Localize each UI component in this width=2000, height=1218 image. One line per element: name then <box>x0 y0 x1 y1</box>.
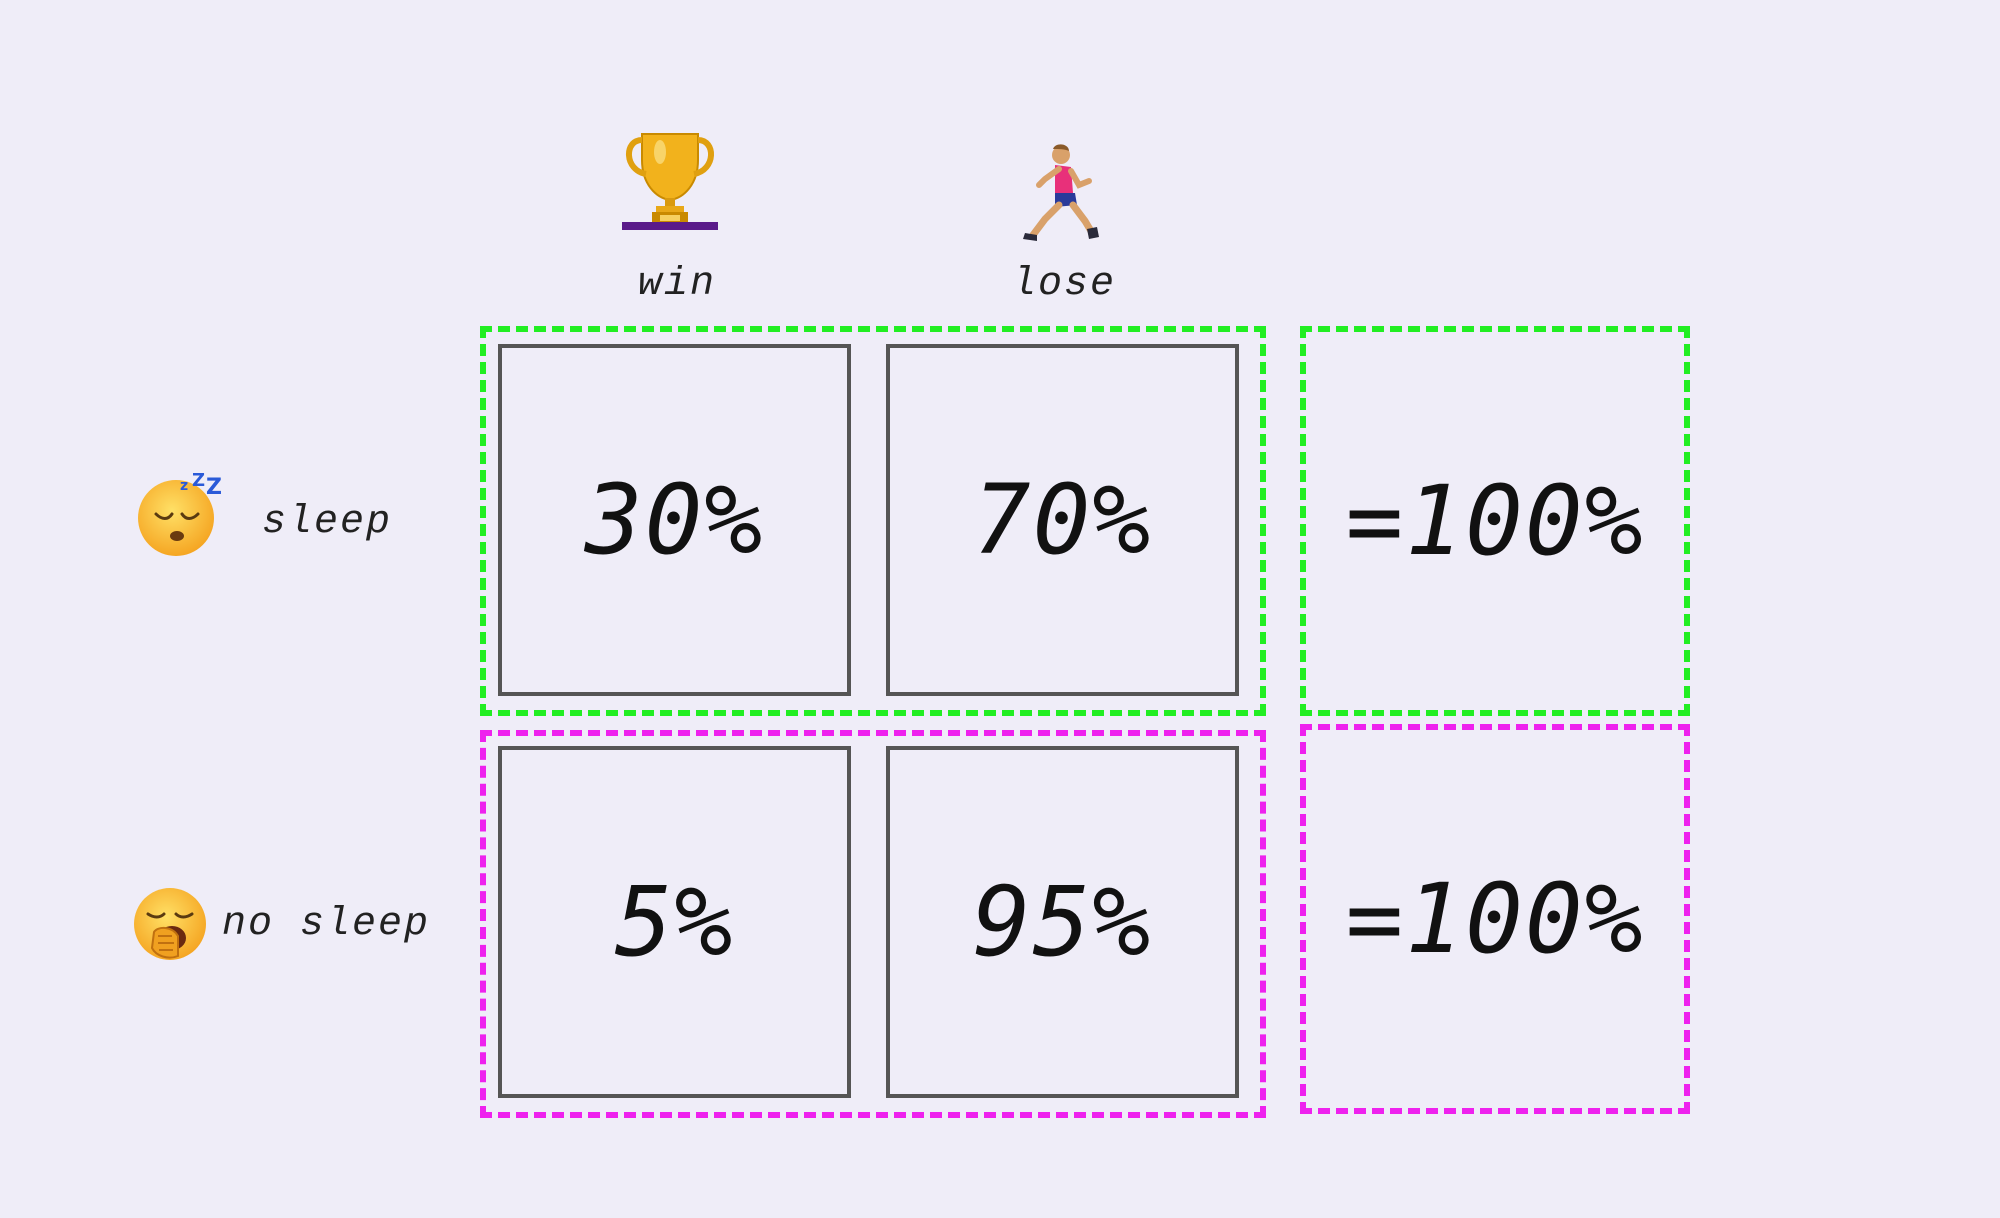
cell-no-sleep-lose: 95% <box>886 746 1239 1098</box>
running-person-icon <box>1023 144 1099 241</box>
sleep-row-group-outline <box>480 326 1266 716</box>
cell-sleep-win: 30% <box>498 344 851 696</box>
yawning-face-icon <box>134 888 206 960</box>
no-sleep-total-group-outline <box>1300 724 1690 1114</box>
svg-text:Z: Z <box>206 475 222 500</box>
no-sleep-row-group-outline <box>480 730 1266 1118</box>
svg-text:Z: Z <box>192 472 205 491</box>
row-label-no-sleep: no sleep <box>222 902 431 947</box>
total-no-sleep: =100% <box>1345 863 1645 975</box>
cell-no-sleep-win: 5% <box>498 746 851 1098</box>
total-sleep: =100% <box>1345 465 1645 577</box>
column-label-lose: lose <box>1012 262 1117 307</box>
cell-sleep-lose: 70% <box>886 344 1239 696</box>
trophy-icon <box>622 133 718 230</box>
column-label-win: win <box>638 262 717 307</box>
sleeping-face-icon: z Z Z <box>138 472 222 556</box>
sleep-total-group-outline <box>1300 326 1690 716</box>
svg-text:z: z <box>180 478 188 494</box>
row-label-sleep: sleep <box>262 500 393 545</box>
